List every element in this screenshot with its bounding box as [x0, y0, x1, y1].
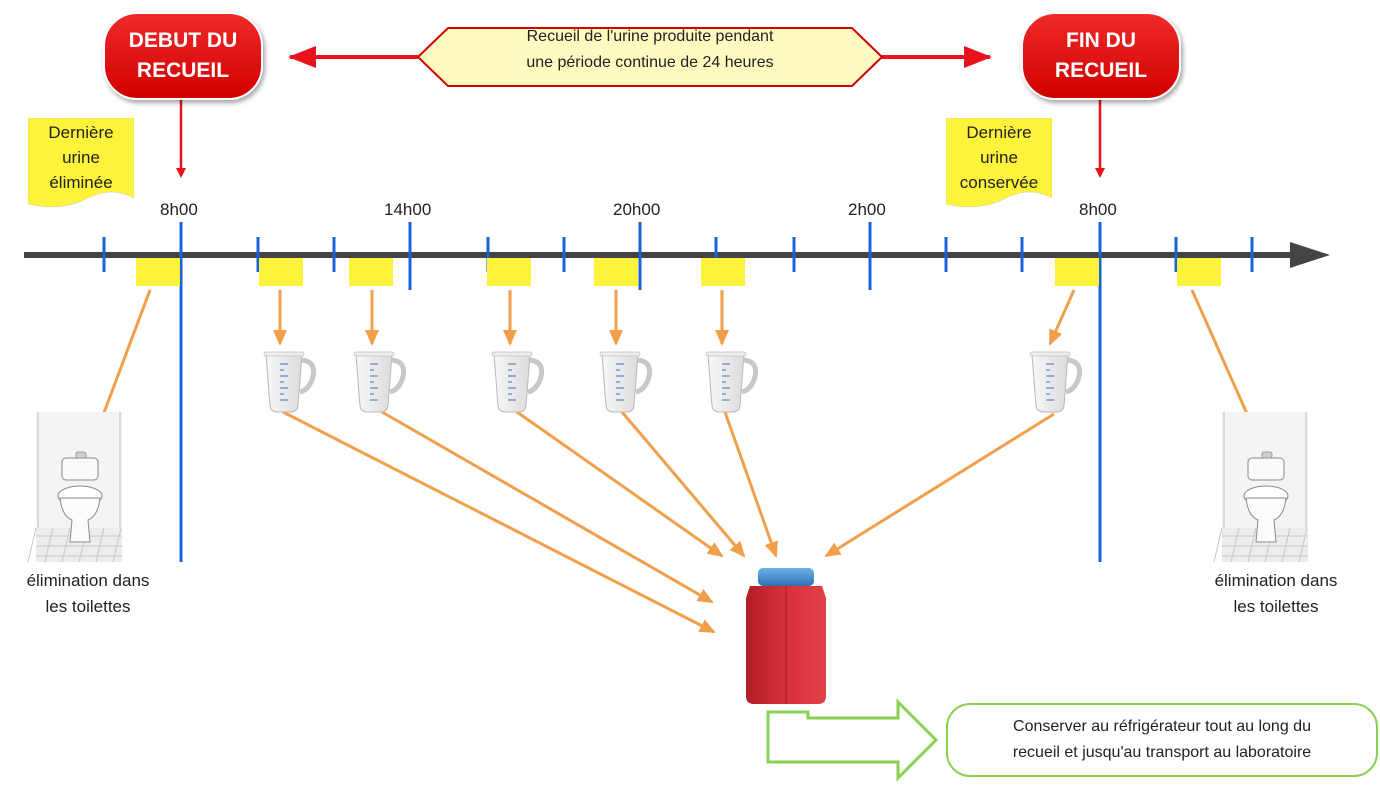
flow-arrow	[381, 410, 714, 604]
flow-arrow	[282, 410, 716, 634]
start-badge: DEBUT DU RECUEIL	[103, 12, 263, 100]
flow-arrow	[824, 412, 1055, 558]
measuring-jug-icon	[263, 351, 317, 413]
period-banner-shape	[416, 27, 884, 87]
toilet-left	[27, 412, 122, 563]
void-marker	[594, 258, 638, 286]
storage-note: Conserver au réfrigérateur tout au long …	[946, 703, 1378, 777]
timeline	[24, 242, 1330, 268]
flow-arrow	[94, 289, 152, 436]
flow-arrow	[723, 411, 778, 558]
toilet-bowl	[1243, 451, 1289, 543]
note-shape	[28, 118, 134, 208]
floor-tiles	[1213, 527, 1308, 563]
time-label-2h: 2h00	[848, 200, 886, 219]
storage-note-line1: Conserver au réfrigérateur tout au long …	[1013, 718, 1311, 735]
toilet-bowl	[57, 451, 103, 543]
end-badge-line2: RECUEIL	[1054, 59, 1148, 82]
period-arrow	[288, 46, 992, 68]
end-badge: FIN DU RECUEIL	[1021, 12, 1181, 100]
period-banner-line1: Recueil de l'urine produite pendant	[526, 28, 774, 45]
period-banner-line2: une période continue de 24 heures	[526, 54, 774, 71]
void-marker	[1177, 258, 1221, 286]
toilet-right	[1213, 412, 1308, 563]
storage-note-line2: recueil et jusqu'au transport au laborat…	[1012, 744, 1312, 761]
collection-container	[746, 568, 826, 704]
time-label-14h: 14h00	[384, 200, 432, 219]
note-last-kept: Dernière urine conservée	[946, 118, 1052, 208]
toilet-caption-left: élimination dans les toilettes	[0, 568, 178, 620]
measuring-jug-icon	[491, 351, 545, 413]
flow-arrow	[620, 411, 746, 558]
toilet-caption-left-line1: élimination dans	[26, 571, 150, 590]
flow-arrow	[516, 410, 724, 558]
time-label-8h-start: 8h00	[160, 200, 198, 219]
note-first-line2: urine	[62, 148, 100, 167]
toilet-caption-right-line1: élimination dans	[1214, 571, 1338, 590]
void-marker	[136, 258, 180, 286]
measuring-jug-icon	[353, 351, 407, 413]
start-badge-line2: RECUEIL	[136, 59, 230, 82]
void-marker	[349, 258, 393, 286]
void-marker	[259, 258, 303, 286]
time-label-20h: 20h00	[613, 200, 661, 219]
flow-arrow	[1190, 289, 1258, 436]
note-shape	[946, 118, 1052, 208]
start-badge-line1: DEBUT DU	[128, 29, 238, 52]
toilet-caption-right-line2: les toilettes	[1233, 597, 1319, 616]
end-badge-line1: FIN DU	[1066, 29, 1136, 52]
time-label-8h-end: 8h00	[1079, 200, 1117, 219]
flow-arrow	[1048, 289, 1076, 346]
note-last-line3: conservée	[959, 173, 1039, 192]
note-last-line1: Dernière	[966, 123, 1032, 142]
period-banner: Recueil de l'urine produite pendant une …	[430, 24, 870, 76]
measuring-jug-icon	[599, 351, 653, 413]
toilet-caption-left-line2: les toilettes	[45, 597, 131, 616]
measuring-jug-icon	[705, 351, 759, 413]
note-last-voided: Dernière urine éliminée	[28, 118, 134, 208]
storage-arrow	[766, 698, 939, 782]
toilet-caption-right: élimination dans les toilettes	[1186, 568, 1366, 620]
void-marker	[701, 258, 745, 286]
void-marker	[1055, 258, 1099, 286]
note-last-line2: urine	[980, 148, 1018, 167]
note-first-line3: éliminée	[49, 173, 113, 192]
note-first-line1: Dernière	[48, 123, 114, 142]
measuring-jug-icon	[1029, 351, 1083, 413]
void-marker	[487, 258, 531, 286]
